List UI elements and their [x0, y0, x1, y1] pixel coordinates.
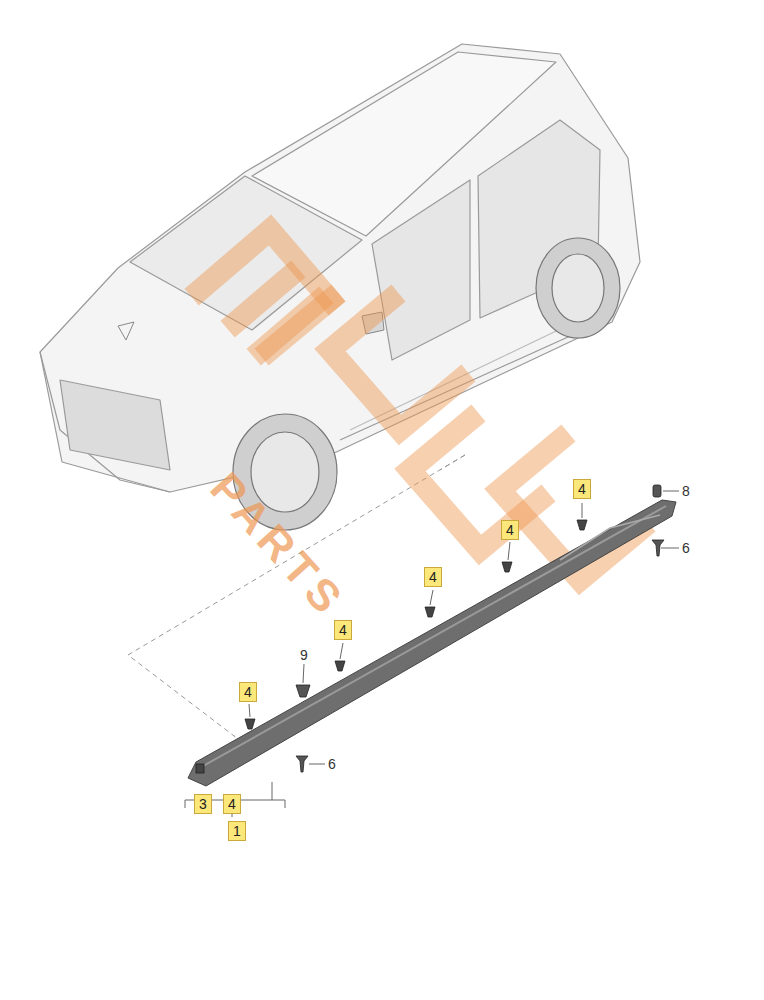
callout-number: 3	[199, 797, 207, 811]
callout-number: 6	[328, 757, 336, 771]
callout-number: 4	[339, 623, 347, 637]
callout-number: 6	[682, 541, 690, 555]
callout-number: 4	[244, 685, 252, 699]
callout-number: 4	[578, 482, 586, 496]
callout-box: 4	[573, 479, 591, 499]
callout-box: 4	[501, 520, 519, 540]
callout-number: 8	[682, 484, 690, 498]
callout-number: 9	[300, 648, 308, 662]
callout-box: 4	[239, 682, 257, 702]
callout-number: 1	[233, 824, 241, 838]
callout-number: 4	[429, 570, 437, 584]
callout-box: 4	[334, 620, 352, 640]
callout-box: 3	[194, 794, 212, 814]
callout-box: 4	[424, 567, 442, 587]
callout-box: 1	[228, 821, 246, 841]
callout-number: 4	[228, 797, 236, 811]
callout-box: 4	[223, 794, 241, 814]
callout-number: 4	[506, 523, 514, 537]
